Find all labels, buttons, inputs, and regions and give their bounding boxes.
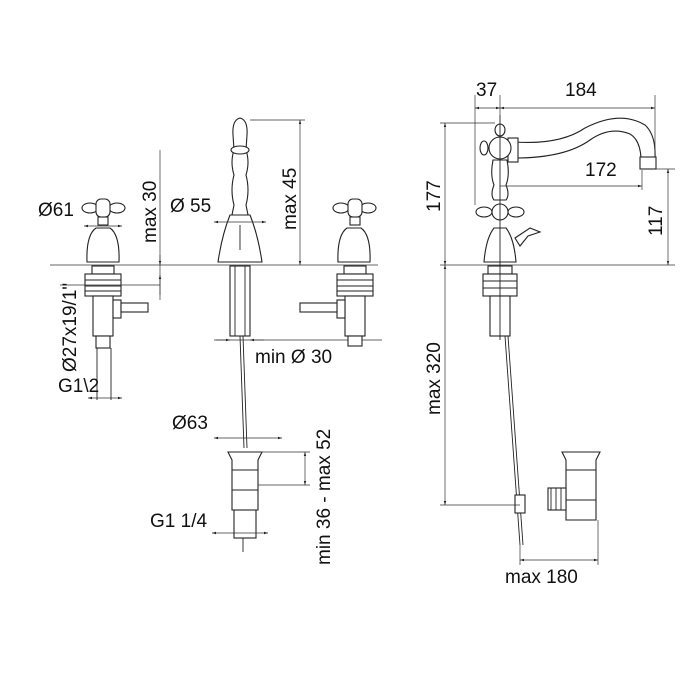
dim-117: 117 bbox=[646, 206, 667, 236]
dim-diameter-55: Ø 55 bbox=[170, 196, 211, 217]
dim-172: 172 bbox=[585, 160, 617, 181]
left-tap bbox=[81, 198, 149, 400]
dim-184: 184 bbox=[565, 80, 597, 101]
dim-max-30: max 30 bbox=[140, 181, 161, 243]
dim-g1-2: G1\2 bbox=[58, 376, 99, 397]
dim-max-180: max 180 bbox=[505, 567, 578, 588]
dim-177: 177 bbox=[424, 180, 445, 212]
right-tap bbox=[299, 198, 377, 347]
dim-diameter-61: Ø61 bbox=[38, 200, 74, 221]
dim-37: 37 bbox=[476, 80, 497, 101]
side-view bbox=[475, 115, 657, 546]
dim-g1-1-4: G1 1/4 bbox=[150, 511, 207, 532]
dim-min36-max52: min 36 - max 52 bbox=[314, 429, 335, 565]
dim-max-45: max 45 bbox=[280, 168, 301, 230]
dim-diameter-63: Ø63 bbox=[172, 413, 208, 434]
dim-min-diameter-30: min Ø 30 bbox=[255, 347, 332, 368]
dim-max-320: max 320 bbox=[424, 342, 445, 415]
center-spout bbox=[217, 117, 263, 552]
dim-thread: Ø27x19/1" bbox=[60, 283, 81, 372]
